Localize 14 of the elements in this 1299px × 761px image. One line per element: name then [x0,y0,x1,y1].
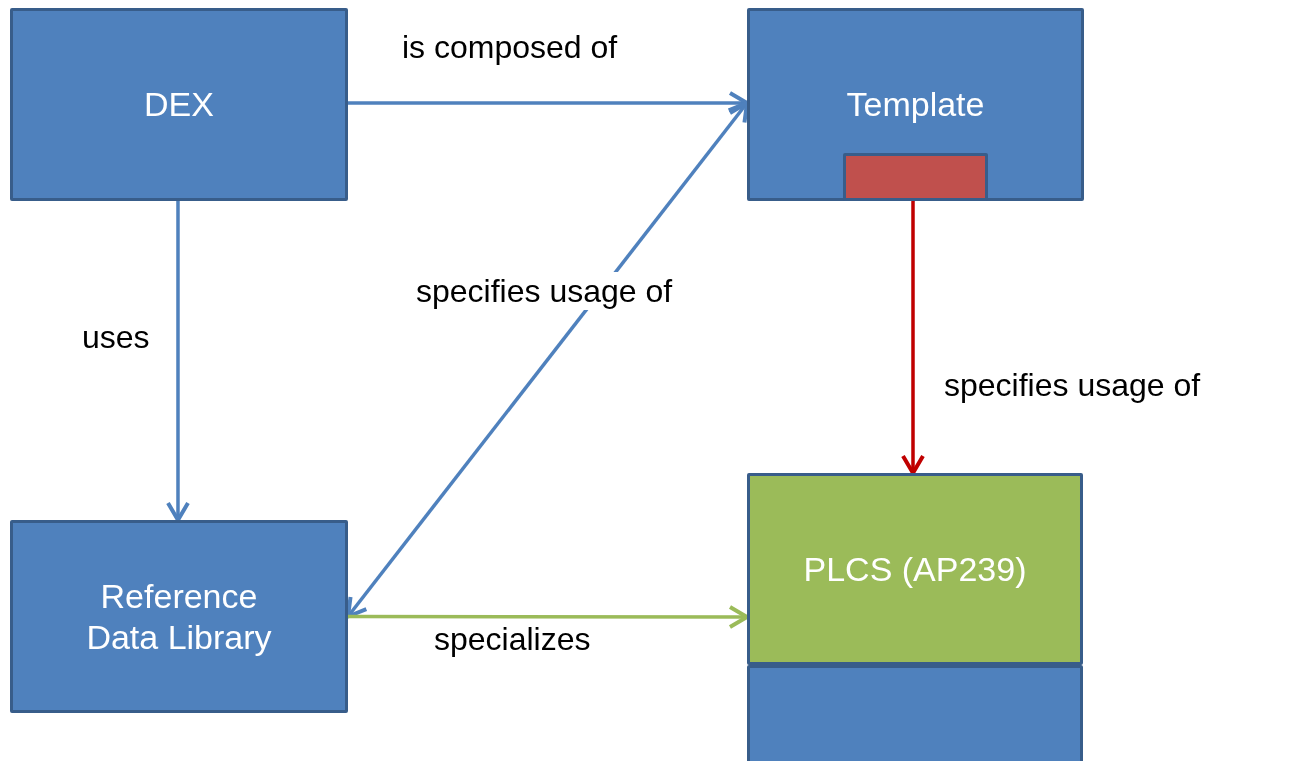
empty-box [747,665,1083,761]
box-label: DEX [143,84,215,125]
arrow [348,605,749,629]
empty-box [843,153,988,201]
arrow [166,201,190,522]
process-box [747,8,1084,201]
process-box [747,473,1083,665]
arrow [348,90,749,115]
box-label: PLCS (AP239) [802,548,1028,590]
box-label: Template [845,84,986,125]
process-box [10,520,348,713]
box-label: Reference Data Library [85,575,273,658]
process-box [10,8,348,201]
arrow [901,201,925,475]
